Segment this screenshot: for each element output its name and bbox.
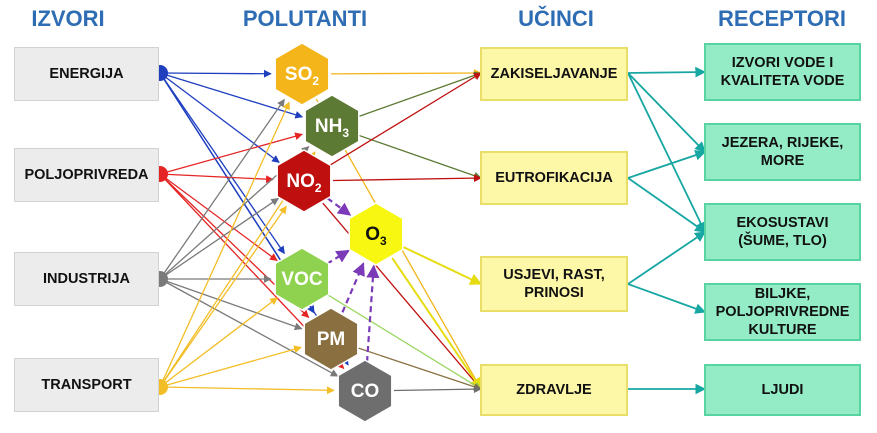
link-source-0-to-pollutant-4	[159, 72, 285, 255]
link-pollutant-2-to-effect-1	[332, 174, 482, 183]
link-effect-1-to-receptor-1	[627, 149, 707, 179]
link-pollutant-5-to-effect-3	[358, 347, 482, 391]
receptor-biljke: BILJKE, POLJOPRIVREDNE KULTURE	[704, 283, 861, 341]
link-source-2-to-pollutant-0	[159, 98, 285, 280]
link-source-3-to-pollutant-5	[159, 345, 302, 388]
header-receptors: RECEPTORI	[718, 6, 846, 31]
pollutant-hex-co: CO	[337, 359, 393, 423]
link-o3-formation-from-5	[341, 262, 365, 313]
source-industrija: INDUSTRIJA	[14, 252, 159, 306]
pollutant-hex-nh3: NH3	[304, 94, 360, 158]
pollutant-label: VOC	[281, 269, 322, 290]
link-source-0-to-pollutant-1	[159, 72, 304, 119]
header-effects: UČINCI	[518, 6, 594, 31]
link-effect-1-to-receptor-2	[627, 177, 706, 233]
pollutant-hex-shape	[274, 247, 330, 311]
link-effect-0-to-receptor-2	[627, 72, 706, 233]
link-pollutant-1-to-effect-1	[359, 134, 482, 180]
link-source-0-to-pollutant-0	[159, 69, 272, 78]
pollutant-hex-shape	[304, 94, 360, 158]
effect-eutrofikacija: EUTROFIKACIJA	[480, 151, 628, 205]
pollutant-label: O3	[365, 224, 387, 248]
link-o3-formation-from-4	[326, 249, 350, 265]
link-source-3-to-pollutant-4	[159, 297, 278, 388]
receptor-ekosustavi: EKOSUSTAVI (ŠUME, TLO)	[704, 203, 861, 261]
source-poljoprivreda: POLJOPRIVREDA	[14, 148, 159, 202]
pollutant-label: SO2	[285, 64, 319, 88]
link-source-2-to-pollutant-5	[159, 278, 303, 331]
link-effect-0-to-receptor-0	[627, 66, 707, 78]
link-source-1-to-pollutant-4	[159, 173, 278, 262]
receptor-izvori-vode: IZVORI VODE I KVALITETA VODE	[704, 43, 861, 101]
link-source-2-to-pollutant-6	[159, 278, 339, 377]
link-layer	[159, 66, 707, 395]
link-source-3-to-pollutant-6	[159, 386, 335, 395]
pollutant-hex-so2: SO2	[274, 42, 330, 106]
pollutant-hex-shape	[337, 359, 393, 423]
link-effect-2-to-receptor-2	[627, 231, 706, 285]
link-pollutant-3-to-effect-2	[401, 245, 483, 285]
pollutant-label: PM	[317, 329, 346, 350]
pollutant-hex-pm: PM	[303, 307, 359, 371]
receptor-jezera: JEZERA, RIJEKE, MORE	[704, 123, 861, 181]
pollutant-label: CO	[351, 381, 380, 402]
link-source-3-to-pollutant-0	[159, 101, 290, 388]
link-o3-formation-from-2	[326, 197, 352, 216]
effect-zdravlje: ZDRAVLJE	[480, 364, 628, 416]
link-source-1-to-pollutant-1	[159, 132, 303, 175]
link-pollutant-6-to-effect-3	[393, 385, 482, 394]
link-effect-2-to-receptor-3	[627, 283, 707, 314]
header-sources: IZVORI	[31, 6, 105, 31]
receptor-ljudi: LJUDI	[704, 364, 861, 416]
pollutant-label: NO2	[286, 171, 322, 195]
link-pollutant-1-to-effect-0	[359, 71, 482, 117]
link-o3-formation-from-6	[365, 264, 380, 363]
pollutant-hex-o3: O3	[348, 202, 404, 266]
effect-zakiseljavanje: ZAKISELJAVANJE	[480, 47, 628, 101]
effect-usjevi: USJEVI, RAST, PRINOSI	[480, 256, 628, 312]
pollutant-label: NH3	[315, 116, 349, 140]
header-pollutants: POLUTANTI	[242, 6, 368, 31]
link-pollutant-3-to-effect-3	[391, 257, 482, 390]
link-pollutant-0-to-effect-0	[330, 69, 482, 77]
link-source-2-to-pollutant-2	[159, 197, 280, 280]
link-pollutant-4-to-effect-3	[326, 293, 482, 390]
pollutant-hex-shape	[276, 149, 332, 213]
pollutant-hex-voc: VOC	[274, 247, 330, 311]
source-energija: ENERGIJA	[14, 47, 159, 101]
link-pollutant-2-to-effect-0	[328, 72, 482, 167]
source-dot-layer	[152, 65, 168, 395]
source-transport: TRANSPORT	[14, 358, 159, 412]
link-source-0-to-pollutant-2	[159, 72, 280, 163]
pollutant-hex-no2: NO2	[276, 149, 332, 213]
pollutant-hex-shape	[303, 307, 359, 371]
pollutant-hex-shape	[348, 202, 404, 266]
link-source-3-to-pollutant-2	[159, 205, 287, 388]
link-effect-0-to-receptor-1	[627, 72, 706, 153]
pollutant-hex-shape	[274, 42, 330, 106]
